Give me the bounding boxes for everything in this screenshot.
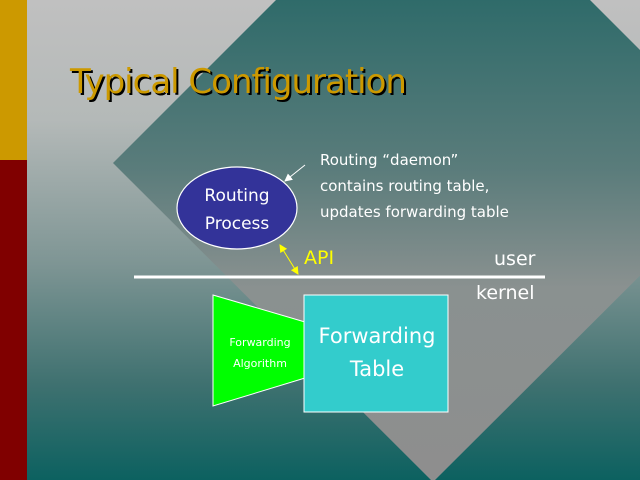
routing-process-ellipse (176, 166, 298, 250)
callout-line-2: contains routing table, (320, 177, 490, 195)
forwarding-table-box (303, 294, 449, 413)
accent-bar-bottom (0, 160, 27, 480)
forwarding-table-line-2: Table (349, 357, 405, 381)
routing-process-label: Routing Process (178, 182, 296, 238)
kernel-space-label: kernel (476, 282, 535, 304)
slide-title: Typical Configuration (70, 62, 407, 102)
forwarding-algorithm-line-2: Algorithm (233, 357, 287, 370)
callout-line-3: updates forwarding table (320, 203, 509, 221)
user-space-label: user (494, 248, 536, 270)
accent-bar-top (0, 0, 27, 160)
callout-arrow (284, 164, 306, 182)
callout-line-1: Routing “daemon” (320, 151, 459, 169)
api-label: API (304, 247, 335, 269)
forwarding-algorithm-label: Forwarding Algorithm (218, 332, 302, 374)
routing-process-line-2: Process (204, 214, 270, 234)
api-arrow (279, 244, 299, 275)
forwarding-table-line-1: Forwarding (318, 324, 436, 348)
forwarding-table-label: Forwarding Table (306, 320, 448, 386)
routing-daemon-callout: Routing “daemon” contains routing table,… (320, 147, 509, 225)
background-diamond (113, 0, 640, 480)
routing-process-line-1: Routing (204, 186, 270, 206)
forwarding-algorithm-line-1: Forwarding (229, 336, 291, 349)
